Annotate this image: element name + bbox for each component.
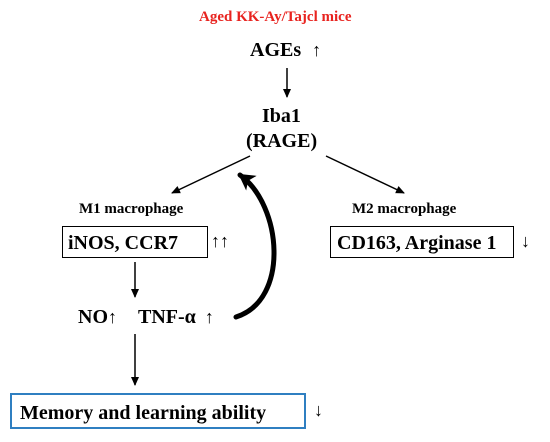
tnf-label: TNF-α: [138, 306, 196, 328]
diagram-title: Aged KK-Ay/Tajcl mice: [199, 9, 352, 25]
no-up-arrow: ↑: [108, 307, 117, 327]
ages-label: AGEs: [250, 39, 302, 61]
arrow-iba1-to-m2: [325, 155, 405, 194]
m2-heading: M2 macrophage: [352, 201, 457, 217]
m1-up-arrows: ↑↑: [211, 231, 229, 251]
feedback-arrow-tnf-to-iba1: [233, 172, 277, 320]
m2-down-arrow: ↓: [521, 231, 530, 251]
m1-markers-box: iNOS, CCR7: [62, 226, 208, 258]
ages-up-arrow: ↑: [312, 40, 322, 60]
m2-markers-box: CD163, Arginase 1: [330, 226, 514, 258]
tnf-node: TNF-α ↑: [138, 307, 214, 327]
ages-node: AGEs ↑: [250, 40, 321, 60]
arrow-iba1-to-m1: [171, 155, 251, 194]
outcome-down-arrow: ↓: [314, 400, 323, 420]
outcome-box: Memory and learning ability: [10, 393, 306, 429]
m1-heading: M1 macrophage: [79, 201, 184, 217]
rage-label: (RAGE): [246, 130, 318, 152]
iba1-label: Iba1: [262, 105, 301, 127]
no-label: NO: [78, 306, 108, 328]
no-node: NO↑: [78, 307, 117, 327]
tnf-up-arrow: ↑: [204, 307, 214, 327]
